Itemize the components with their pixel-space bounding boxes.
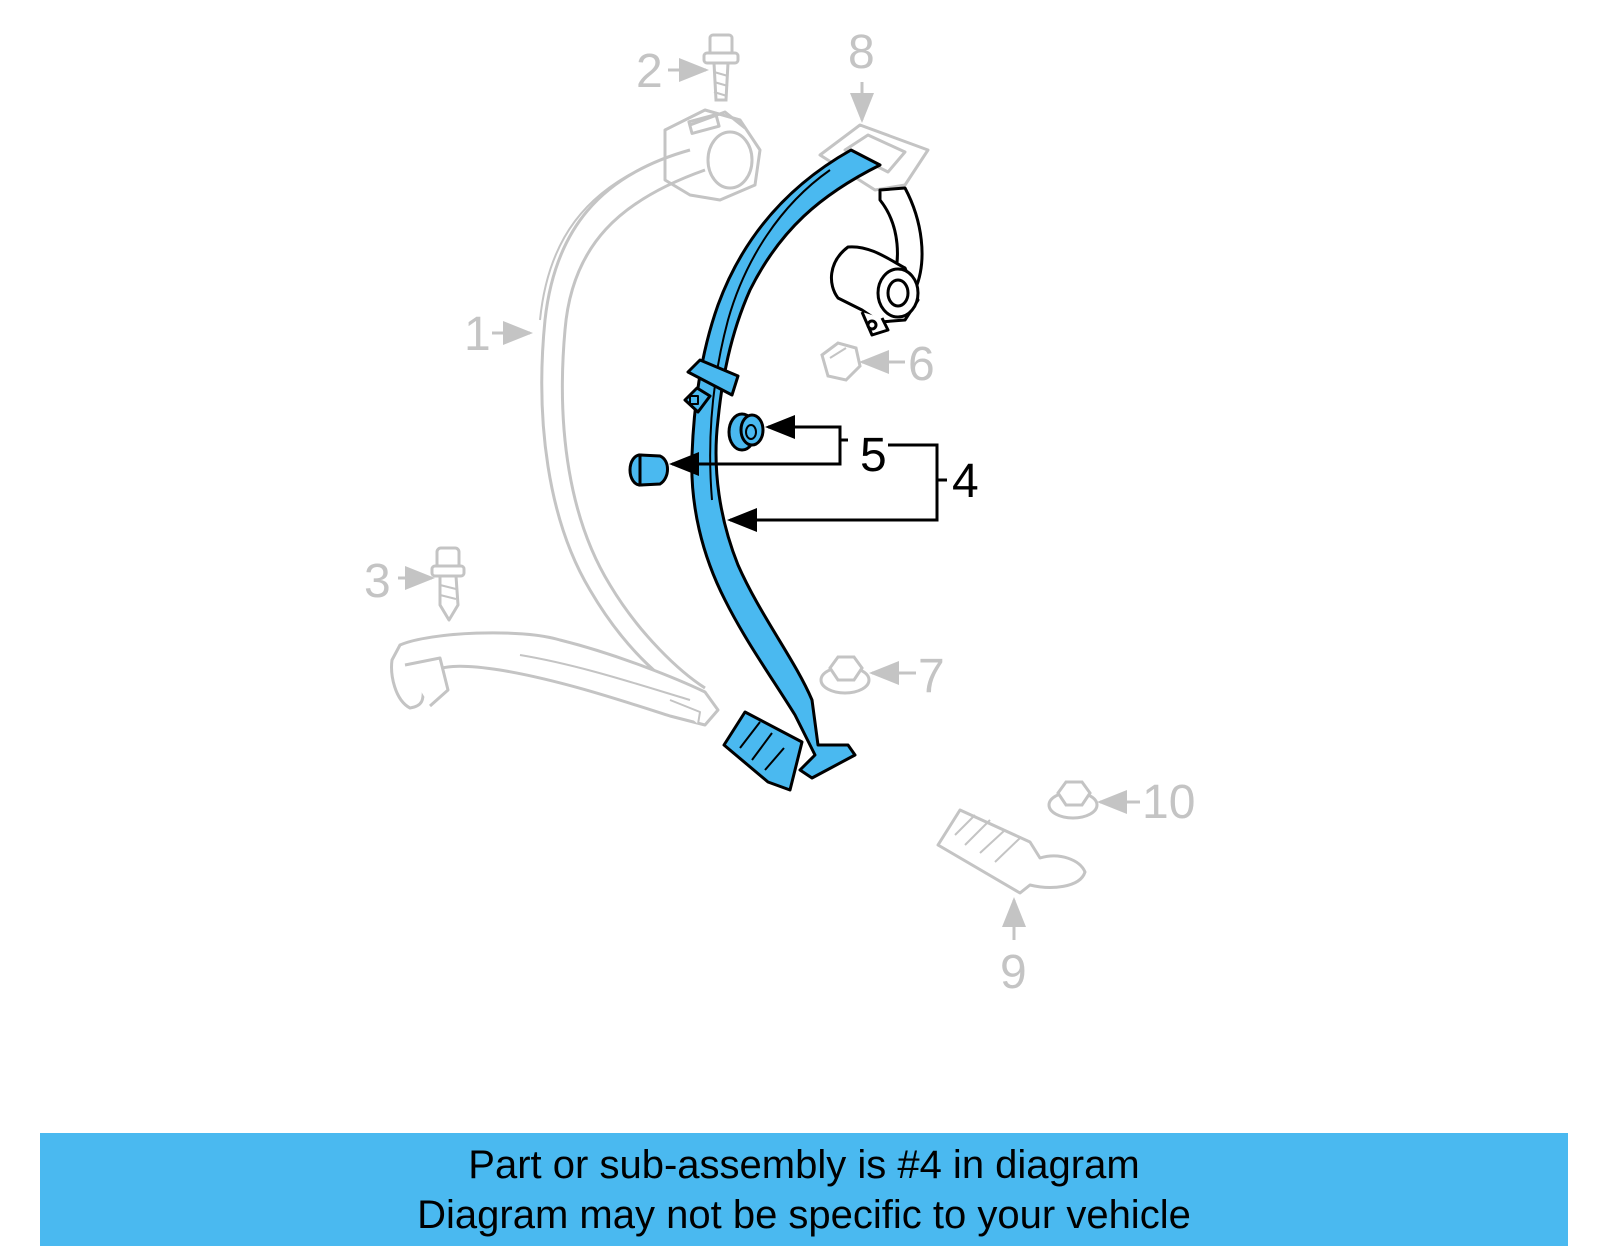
banner-line-2: Diagram may not be specific to your vehi… — [417, 1192, 1191, 1237]
callout-7: 7 — [918, 650, 945, 703]
part-7-flange-nut — [819, 655, 871, 695]
callout-1: 1 — [464, 308, 491, 361]
callout-5: 5 — [860, 429, 887, 482]
part-9-buckle — [936, 808, 1087, 895]
part-5-pins — [628, 412, 765, 487]
part-4-seat-belt-assembly — [683, 148, 882, 792]
callout-6: 6 — [908, 338, 935, 391]
callout-10: 10 — [1142, 776, 1195, 829]
part-1-seat-belt — [539, 108, 762, 702]
callout-3: 3 — [364, 555, 391, 608]
callout-2: 2 — [636, 45, 663, 98]
callout-8: 8 — [848, 26, 875, 79]
part-3-bolt-anchor — [390, 546, 720, 727]
part-2-bolt — [702, 33, 740, 102]
info-banner: Part or sub-assembly is #4 in diagram Di… — [40, 1133, 1568, 1246]
callout-labels: 1 2 3 4 5 6 7 8 9 10 — [364, 26, 1195, 999]
callout-4: 4 — [952, 455, 979, 508]
banner-line-1: Part or sub-assembly is #4 in diagram — [468, 1142, 1140, 1187]
callout-9: 9 — [1000, 946, 1027, 999]
leader-lines — [398, 58, 1140, 940]
retractor — [829, 186, 924, 337]
part-10-flange-nut — [1047, 780, 1099, 820]
part-6-nut — [820, 341, 862, 382]
